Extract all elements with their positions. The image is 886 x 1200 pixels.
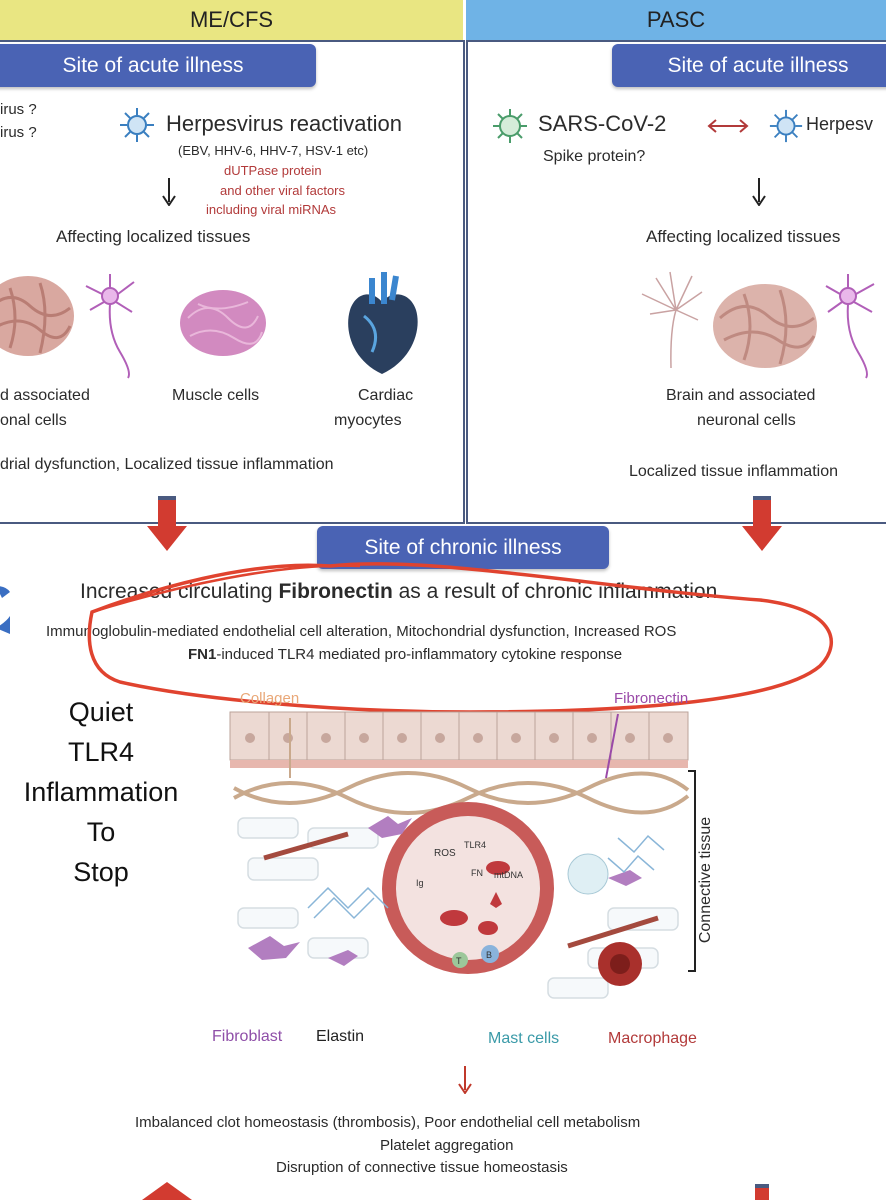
fibronectin-headline-bold: Fibronectin	[278, 580, 393, 603]
ros-label: ROS	[434, 848, 456, 859]
cardiac-label-2: myocytes	[334, 412, 402, 429]
chronic-line-3-rest: -induced TLR4 mediated pro-inflammatory …	[216, 646, 623, 663]
outcome-line-1: Imbalanced clot homeostasis (thrombosis)…	[135, 1114, 641, 1131]
ig-label: Ig	[416, 878, 424, 888]
left-red-arrow	[147, 496, 187, 551]
virus-question-1: irus ?	[0, 101, 37, 118]
left-panel	[0, 40, 465, 524]
right-brain-label-2: neuronal cells	[697, 412, 796, 429]
fibronectin-headline: Increased circulating Fibronectin as a r…	[80, 580, 717, 604]
fibronectin-headline-pre: Increased circulating	[80, 580, 279, 603]
overlay-note-line-1: Quiet	[68, 697, 134, 727]
mtdna-label: mtDNA	[494, 870, 523, 880]
spike-protein-label: Spike protein?	[543, 148, 646, 165]
outcome-line-3: Disruption of connective tissue homeosta…	[276, 1159, 568, 1176]
chronic-line-2: Immunoglobulin-mediated endothelial cell…	[46, 623, 677, 640]
right-red-arrow	[742, 496, 782, 551]
left-brain-label-1: d associated	[0, 387, 90, 404]
muscle-cells-icon	[180, 290, 266, 356]
muscle-cells-label: Muscle cells	[172, 387, 260, 404]
right-brain-icon	[713, 284, 817, 368]
sars-cov-2-icon	[493, 109, 527, 143]
left-down-arrow	[162, 178, 176, 206]
pasc-header-label: PASC	[646, 7, 706, 32]
elastin-label: Elastin	[316, 1028, 365, 1045]
right-affecting-tissues: Affecting localized tissues	[646, 227, 841, 246]
right-neuron-icon	[641, 271, 703, 369]
outcome-arrow	[458, 1066, 472, 1094]
left-dysfunction-text: drial dysfunction, Localized tissue infl…	[0, 456, 334, 473]
heart-icon	[348, 272, 418, 374]
mast-cells-label: Mast cells	[488, 1030, 560, 1047]
b-cell-label: B	[486, 950, 492, 960]
pasc-header: PASC	[466, 0, 886, 42]
right-neuron-purple-icon	[825, 274, 875, 379]
herpes-reactivation-title: Herpesvirus reactivation	[166, 111, 402, 136]
chronic-site-pill: Site of chronic illness	[317, 526, 609, 569]
right-herpesvirus-icon	[769, 109, 803, 143]
herpesvirus-icon	[120, 108, 154, 142]
right-inflammation-text: Localized tissue inflammation	[629, 463, 838, 480]
bottom-right-arrow-tip	[755, 1184, 769, 1200]
cardiac-label-1: Cardiac	[358, 387, 414, 404]
mecfs-header: ME/CFS	[0, 0, 463, 42]
brain-icon	[0, 276, 74, 356]
virus-question-2: irus ?	[0, 124, 37, 141]
left-brain-label-2: onal cells	[0, 412, 67, 429]
overlay-note-line-3: Inflammation	[23, 777, 179, 807]
left-site-acute-label: Site of acute illness	[62, 53, 244, 77]
dutpase-line-1: dUTPase protein	[224, 163, 322, 178]
blood-vessel	[382, 802, 554, 974]
right-down-arrow	[752, 178, 766, 206]
right-site-acute-label: Site of acute illness	[667, 53, 849, 77]
neuron-icon	[85, 274, 135, 379]
bidirectional-arrow-icon	[707, 119, 749, 133]
overlay-note-line-2: TLR4	[67, 737, 135, 767]
dutpase-line-2: and other viral factors	[220, 183, 346, 198]
herpes-virus-list: (EBV, HHV-6, HHV-7, HSV-1 etc)	[178, 143, 369, 158]
collagen-label: Collagen	[240, 690, 300, 707]
right-herpes-label: Herpesv	[806, 114, 874, 134]
chronic-line-3: FN1-induced TLR4 mediated pro-inflammato…	[188, 646, 622, 663]
fibronectin-label: Fibronectin	[614, 690, 689, 707]
connective-tissue-label: Connective tissue	[686, 817, 726, 943]
mecfs-header-label: ME/CFS	[189, 7, 274, 32]
tissue-illustration: ROS TLR4 FN mtDNA Ig T B	[229, 711, 690, 999]
fibronectin-headline-post: as a result of chronic inflammation	[392, 580, 718, 603]
overlay-note: Quiet TLR4 Inflammation To Stop	[0, 692, 202, 892]
connective-tissue-text: Connective tissue	[697, 816, 714, 944]
fibroblast-label: Fibroblast	[212, 1028, 283, 1045]
sars-cov-2-label: SARS-CoV-2	[538, 111, 667, 136]
right-panel	[466, 40, 886, 524]
right-brain-label-1: Brain and associated	[666, 387, 816, 404]
fn1-bold: FN1	[188, 646, 217, 663]
t-cell-label: T	[456, 956, 462, 966]
macrophage-label: Macrophage	[608, 1030, 697, 1047]
left-site-acute-pill: Site of acute illness	[0, 44, 316, 87]
right-site-acute-pill: Site of acute illness	[612, 44, 886, 87]
left-affecting-tissues: Affecting localized tissues	[56, 227, 251, 246]
tlr4-label: TLR4	[464, 840, 486, 850]
overlay-note-line-4: To	[86, 817, 116, 847]
bottom-left-arrow-tip	[142, 1182, 192, 1200]
dutpase-line-3: including viral miRNAs	[206, 202, 337, 217]
epithelial-cell-row	[229, 711, 689, 768]
chronic-site-label: Site of chronic illness	[364, 535, 562, 559]
outcome-line-2: Platelet aggregation	[380, 1137, 514, 1154]
connective-bracket	[688, 770, 696, 972]
fn-label: FN	[471, 868, 483, 878]
left-blue-arrows-icon	[0, 586, 10, 634]
overlay-note-line-5: Stop	[73, 857, 129, 887]
